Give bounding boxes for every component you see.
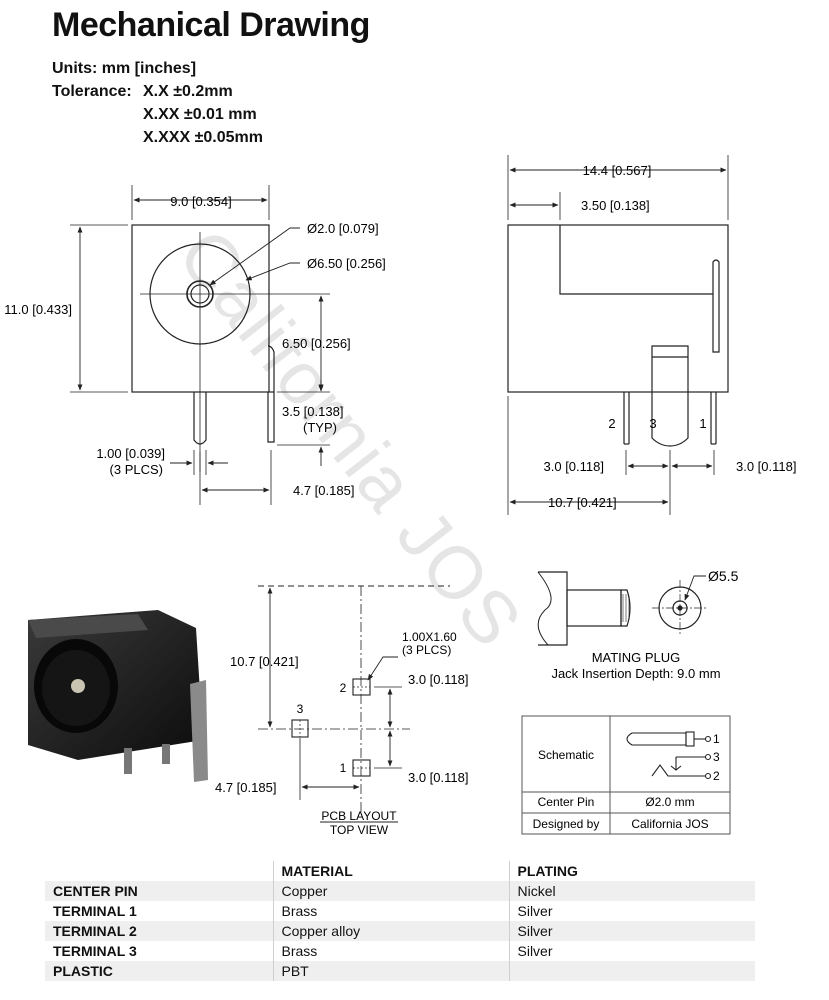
side-dim-front: 3.50 [0.138] <box>581 198 650 213</box>
product-photo <box>28 610 208 782</box>
plug-tip <box>620 589 631 627</box>
designed-by-value: California JOS <box>631 817 708 831</box>
side-pin-center <box>651 345 689 447</box>
pcb-pad-label-1: 1 <box>340 761 347 775</box>
part-plating: Silver <box>508 941 755 961</box>
schematic-pin-2: 2 <box>713 769 720 783</box>
side-dim-overall: 14.4 [0.567] <box>583 163 652 178</box>
part-material: PBT <box>272 961 509 981</box>
front-dia-outer: Ø6.50 [0.256] <box>307 256 386 271</box>
plug-insertion-depth: Jack Insertion Depth: 9.0 mm <box>551 666 720 681</box>
pcb-pad-count: (3 PLCS) <box>402 643 451 657</box>
center-pin-label: Center Pin <box>538 795 595 809</box>
front-dim-pin-spacing: 4.7 [0.185] <box>293 483 354 498</box>
tolerance-label: Tolerance: <box>52 83 132 100</box>
leader-plug-dia <box>684 575 706 601</box>
side-pin-label-3: 3 <box>649 416 656 431</box>
pcb-layout <box>258 585 450 823</box>
materials-table: MATERIAL PLATING CENTER PIN Copper Nicke… <box>45 861 755 981</box>
part-name: CENTER PIN <box>45 881 273 901</box>
side-terminal-right <box>712 259 720 353</box>
schematic-table <box>521 715 731 835</box>
pcb-dim-depth: 10.7 [0.421] <box>230 654 299 669</box>
table-row: PLASTIC PBT <box>45 961 755 981</box>
schematic-pin-3: 3 <box>713 750 720 764</box>
front-dia-pin: Ø2.0 [0.079] <box>307 221 379 236</box>
leader-pad-size <box>367 656 398 681</box>
side-pin-label-2: 2 <box>608 416 615 431</box>
part-material: Copper <box>272 881 509 901</box>
front-pin-side <box>267 345 275 443</box>
front-view <box>70 185 330 505</box>
tolerance-line-2: X.XX ±0.01 mm <box>143 106 257 123</box>
tolerance-line-3: X.XXX ±0.05mm <box>143 129 263 146</box>
pcb-pad-label-3: 3 <box>297 702 304 716</box>
units-note: Units: mm [inches] <box>52 60 197 77</box>
pcb-pad-size: 1.00X1.60 <box>402 630 457 644</box>
leader-pin-dia <box>209 227 300 286</box>
mating-plug <box>537 571 708 646</box>
part-material: Brass <box>272 941 509 961</box>
materials-header-plating: PLATING <box>508 861 755 881</box>
designed-by-label: Designed by <box>533 817 600 831</box>
front-dim-lead: 3.5 [0.138] <box>282 404 343 419</box>
leader-outer-dia <box>245 262 300 281</box>
plug-caption: MATING PLUG <box>592 650 681 665</box>
schematic-label: Schematic <box>538 748 594 762</box>
front-dim-lead-note: (TYP) <box>303 420 337 435</box>
watermark: California JOS <box>162 214 538 663</box>
table-row: TERMINAL 3 Brass Silver <box>45 941 755 961</box>
pcb-dim-offset: 4.7 [0.185] <box>215 780 276 795</box>
materials-header-part <box>45 861 273 881</box>
front-dim-height: 11.0 [0.433] <box>4 302 72 317</box>
front-dim-pin-width-note: (3 PLCS) <box>110 462 163 477</box>
part-name: PLASTIC <box>45 961 273 981</box>
side-dim-base: 10.7 [0.421] <box>548 495 617 510</box>
pcb-dim-pad-lower: 3.0 [0.118] <box>408 770 468 785</box>
pcb-dim-pad-upper: 3.0 [0.118] <box>408 672 468 687</box>
front-body-outline <box>131 224 270 393</box>
side-view <box>507 155 729 515</box>
materials-header-row: MATERIAL PLATING <box>45 861 755 881</box>
table-row: CENTER PIN Copper Nickel <box>45 881 755 901</box>
side-body-outline <box>507 224 729 393</box>
pcb-caption-sub: TOP VIEW <box>330 823 389 837</box>
table-row: TERMINAL 2 Copper alloy Silver <box>45 921 755 941</box>
side-front-step <box>559 225 713 295</box>
schematic-symbol <box>626 731 712 780</box>
part-name: TERMINAL 2 <box>45 921 273 941</box>
part-plating <box>508 961 755 981</box>
schematic-pin-1: 1 <box>713 732 720 746</box>
page-title: Mechanical Drawing <box>52 6 370 44</box>
part-material: Brass <box>272 901 509 921</box>
front-dim-width: 9.0 [0.354] <box>170 194 231 209</box>
part-material: Copper alloy <box>272 921 509 941</box>
front-dim-pin-width: 1.00 [0.039] <box>96 446 165 461</box>
tolerance-line-1: X.X ±0.2mm <box>143 83 233 100</box>
plug-dia: Ø5.5 <box>708 568 739 584</box>
materials-header-material: MATERIAL <box>272 861 509 881</box>
part-plating: Silver <box>508 901 755 921</box>
part-plating: Nickel <box>508 881 755 901</box>
part-name: TERMINAL 3 <box>53 943 137 959</box>
pcb-pad-label-2: 2 <box>340 681 347 695</box>
part-name: TERMINAL 1 <box>53 903 137 919</box>
plug-barrel <box>566 589 622 627</box>
front-dim-center-height: 6.50 [0.256] <box>282 336 351 351</box>
side-dim-left: 3.0 [0.118] <box>544 459 604 474</box>
table-row: TERMINAL 1 Brass Silver <box>45 901 755 921</box>
pcb-caption: PCB LAYOUT <box>321 809 397 823</box>
front-pin-center <box>193 392 207 445</box>
side-pin-label-1: 1 <box>699 416 706 431</box>
side-dim-right: 3.0 [0.118] <box>736 459 796 474</box>
center-pin-value: Ø2.0 mm <box>645 795 694 809</box>
plug-body <box>538 571 568 646</box>
part-plating: Silver <box>508 921 755 941</box>
